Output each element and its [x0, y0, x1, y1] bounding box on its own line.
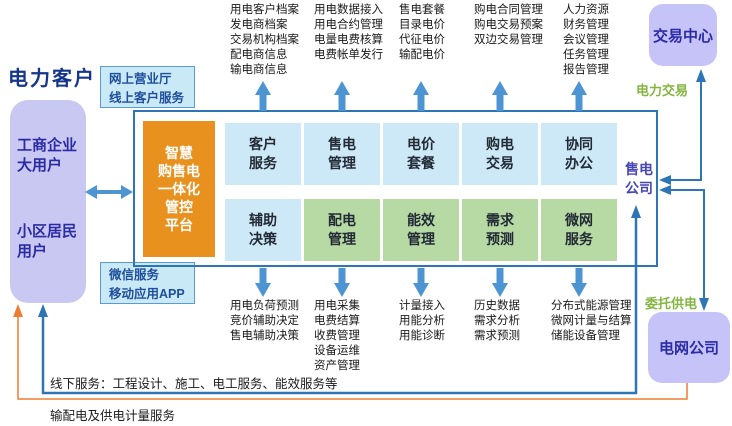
bottom-annotation-5: 分布式能源管理 微网计量与结算 储能设备管理: [551, 300, 632, 342]
mobile-service-box: 微信服务 移动应用APP: [100, 262, 195, 304]
module-distribution-management: 配电 管理: [304, 199, 380, 261]
customer-platform-arrow: [85, 185, 133, 199]
customer-group-residential: 小区居民 用户: [17, 223, 78, 260]
module-energy-efficiency: 能效 管理: [383, 199, 459, 261]
top-up-arrows: [255, 81, 587, 111]
module-decision-support: 辅助 决策: [225, 199, 301, 261]
module-collaborative-office: 协同 办公: [541, 123, 617, 185]
entrusted-supply-label: 委托供电: [645, 296, 698, 311]
module-microgrid-service: 微网 服务: [541, 199, 617, 261]
sales-company-label: 售电 公司: [625, 161, 653, 196]
top-annotation-5: 人力资源 财务管理 会议管理 任务管理 报告管理: [563, 4, 609, 76]
top-annotation-3: 售电套餐 目录电价 代征电价 输配电价: [399, 4, 445, 61]
power-customers-box: 工商企业 大用户 小区居民 用户: [10, 100, 86, 303]
online-service-box: 网上营业厅 线上客户服务: [100, 66, 195, 108]
module-demand-forecast: 需求 预测: [462, 199, 538, 261]
metering-service-text: 输配电及供电计量服务: [50, 409, 176, 423]
module-customer-service: 客户 服务: [225, 123, 301, 185]
trading-center-box: 交易中心: [649, 4, 717, 66]
bottom-annotation-1: 用电负荷预测 竞价辅助决定 售电辅助决策: [230, 300, 299, 342]
module-sales-management: 售电 管理: [304, 123, 380, 185]
offline-service-text: 线下服务：工程设计、施工、电工服务、能效服务等: [50, 377, 338, 391]
customer-group-industrial: 工商企业 大用户: [17, 137, 78, 174]
module-power-purchase: 购电 交易: [462, 123, 538, 185]
power-trade-label: 电力交易: [636, 83, 689, 98]
top-annotation-2: 用电数据接入 用电合约管理 电量电费核算 电费帐单发行: [314, 4, 383, 61]
page-title: 电力客户: [8, 68, 96, 90]
bottom-annotation-3: 计量接入 用能分析 用能诊断: [399, 300, 445, 342]
bottom-down-arrows: [255, 268, 587, 297]
grid-company-box: 电网公司: [648, 312, 730, 383]
bottom-annotation-4: 历史数据 需求分析 需求预测: [474, 300, 520, 342]
core-platform-box: 智慧 购售电 一体化 管控 平台: [143, 121, 215, 257]
top-annotation-4: 购电合同管理 购电交易预案 双边交易管理: [474, 4, 543, 46]
module-price-packages: 电价 套餐: [383, 123, 459, 185]
top-annotation-1: 用电客户档案 发电商档案 交易机构档案 配电商信息 输电商信息: [230, 4, 299, 76]
bottom-annotation-2: 用电采集 电费结算 收费管理 设备运维 资产管理: [314, 300, 360, 372]
